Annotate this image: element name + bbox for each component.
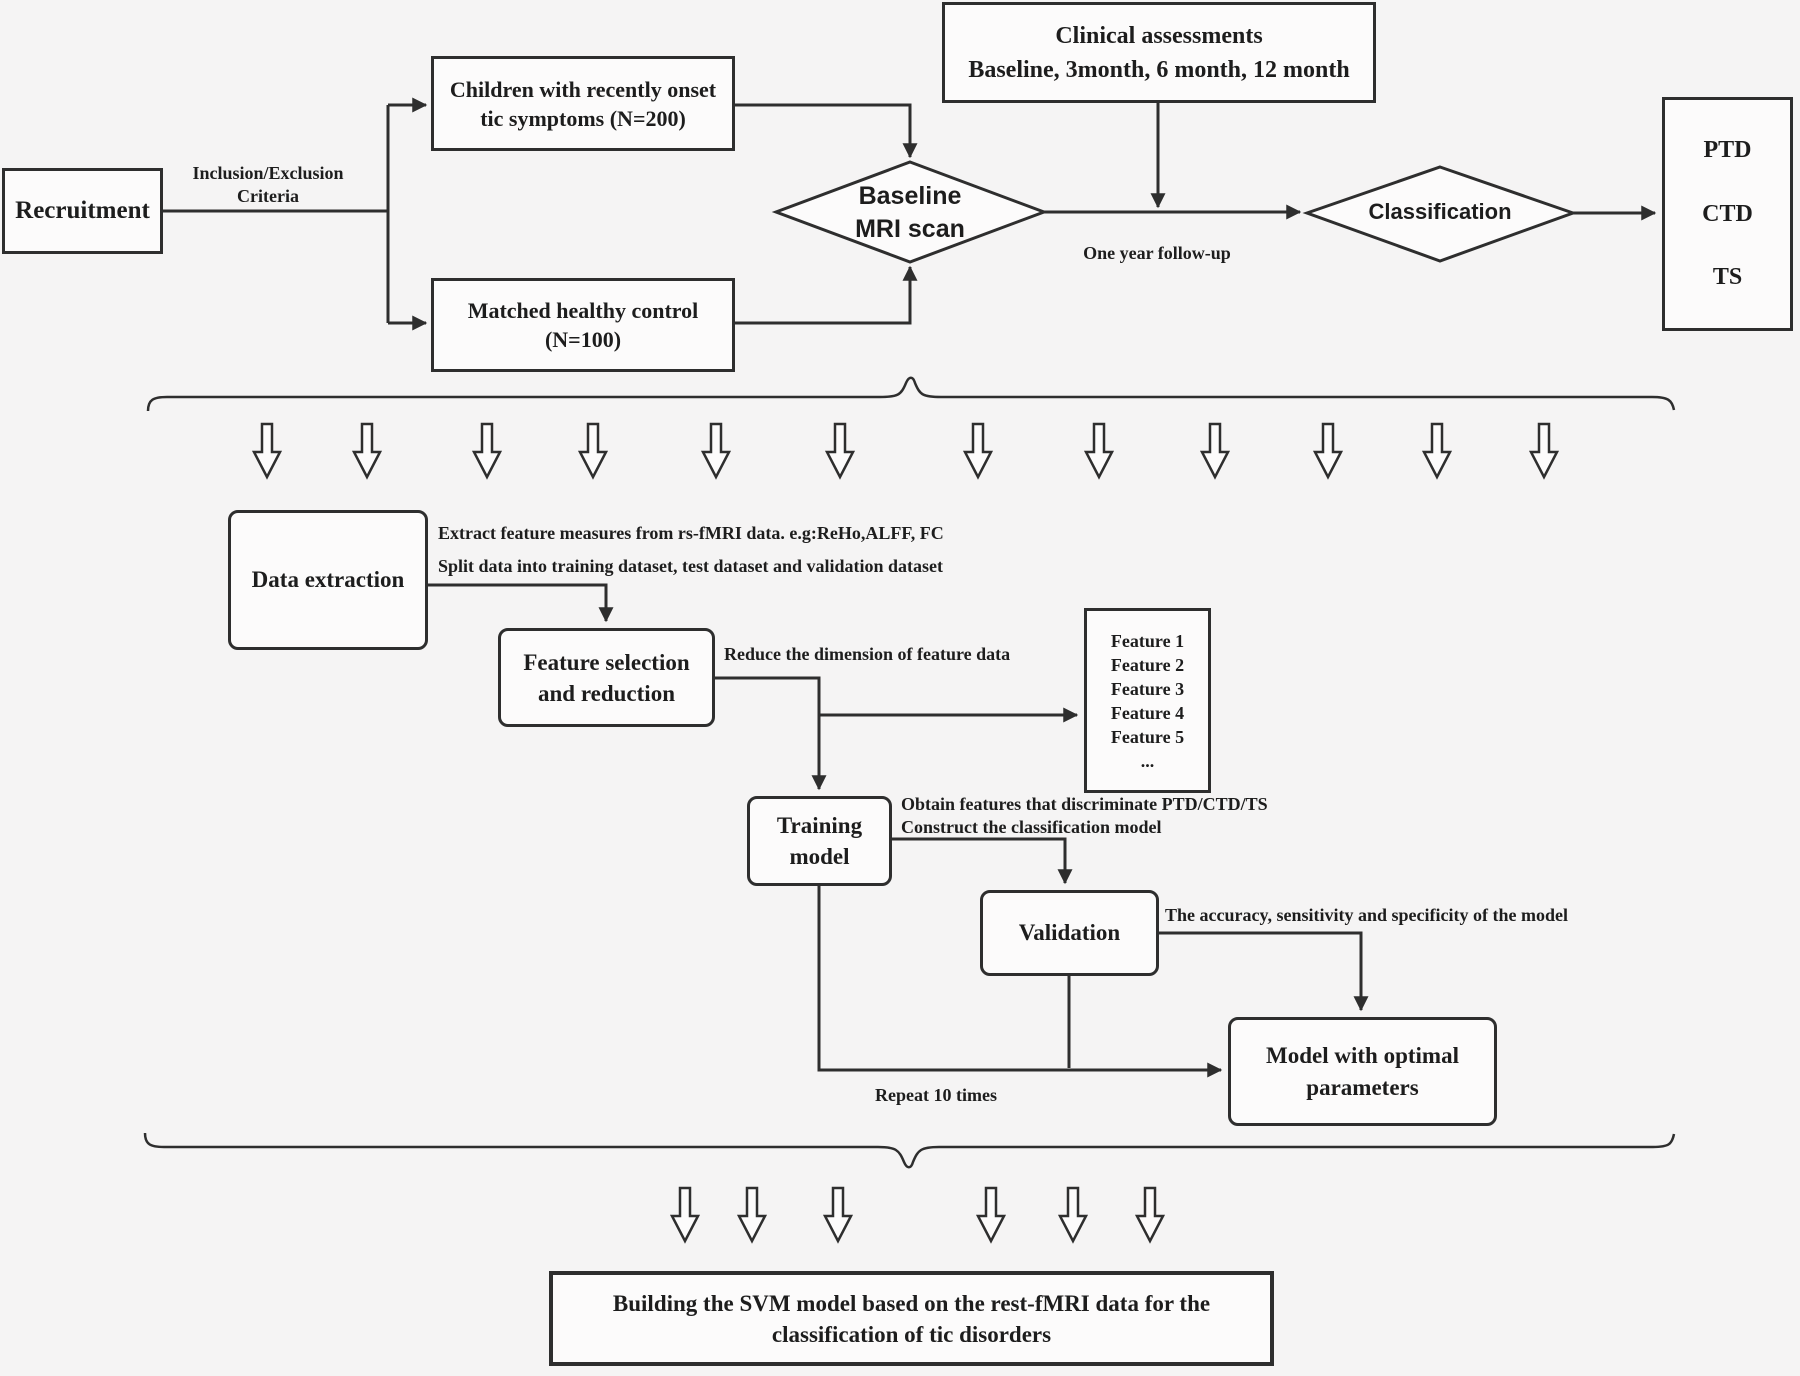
note-line: Inclusion/Exclusion <box>192 163 344 183</box>
followup-note: One year follow-up <box>1057 243 1257 264</box>
box-line: (N=100) <box>544 327 622 352</box>
repeat-loop-line <box>817 885 1223 1078</box>
note-line: Repeat 10 times <box>875 1085 997 1105</box>
recruitment-branch-line <box>162 105 390 323</box>
top-brace <box>146 376 1676 412</box>
optimal-model-box: Model with optimal parameters <box>1228 1017 1497 1126</box>
inclusion-criteria-note: Inclusion/Exclusion Criteria <box>178 162 358 208</box>
feature-selection-box: Feature selection and reduction <box>498 628 715 727</box>
recruitment-box: Recruitment <box>2 168 163 254</box>
validation-to-model-line <box>1157 931 1369 1012</box>
outcome-box: PTD CTD TS <box>1662 97 1793 331</box>
box-line: tic symptoms (N=200) <box>480 105 686 131</box>
fan-arrows-bottom <box>670 1186 1165 1243</box>
down-arrow <box>1200 422 1230 479</box>
box-line: Training <box>776 813 863 838</box>
box-line: Baseline, 3month, 6 month, 12 month <box>968 56 1350 83</box>
conclusion-box: Building the SVM model based on the rest… <box>549 1271 1274 1366</box>
validation-note: The accuracy, sensitivity and specificit… <box>1165 905 1568 926</box>
outcome-item: TS <box>1712 264 1743 291</box>
down-arrow <box>701 422 731 479</box>
fan-arrows-top <box>252 422 1559 479</box>
box-line: Data extraction <box>251 567 405 592</box>
clinical-assessments-box: Clinical assessments Baseline, 3month, 6… <box>942 2 1376 103</box>
bottom-brace <box>143 1132 1676 1169</box>
training-to-validation-line <box>891 837 1073 885</box>
training-note: Obtain features that discriminate PTD/CT… <box>901 793 1268 839</box>
classification-diamond-label: Classification <box>1310 199 1570 225</box>
recruitment-label: Recruitment <box>15 197 150 224</box>
feature-item: Feature 1 <box>1110 630 1185 651</box>
selection-to-features-line <box>714 676 1079 723</box>
down-arrow <box>737 1186 767 1243</box>
note-line: Obtain features that discriminate PTD/CT… <box>901 794 1268 814</box>
note-line: Extract feature measures from rs-fMRI da… <box>438 523 944 543</box>
down-arrow <box>1313 422 1343 479</box>
feature-item: Feature 5 <box>1110 726 1185 747</box>
box-line: Validation <box>1018 920 1121 945</box>
note-line: The accuracy, sensitivity and specificit… <box>1165 905 1568 925</box>
feature-item: Feature 4 <box>1110 702 1185 723</box>
down-arrow <box>578 422 608 479</box>
validation-box: Validation <box>980 890 1159 976</box>
down-arrow <box>472 422 502 479</box>
box-line: parameters <box>1306 1074 1419 1100</box>
box-line: classification of tic disorders <box>771 1321 1052 1347</box>
mri-scan-diamond-label: Baseline MRI scan <box>780 180 1040 246</box>
down-arrow <box>1529 422 1559 479</box>
down-arrow <box>670 1186 700 1243</box>
down-arrow <box>823 1186 853 1243</box>
down-arrow <box>1058 1186 1088 1243</box>
repeat-note: Repeat 10 times <box>861 1085 1011 1106</box>
outcome-item: PTD <box>1703 136 1752 163</box>
down-arrow <box>825 422 855 479</box>
control-to-mri-line <box>734 265 918 325</box>
feature-item: Feature 3 <box>1110 678 1185 699</box>
down-arrow <box>963 422 993 479</box>
feature-item: Feature 2 <box>1110 654 1185 675</box>
down-arrow <box>976 1186 1006 1243</box>
box-line: Clinical assessments <box>1055 22 1263 49</box>
down-arrow <box>352 422 382 479</box>
data-extraction-box: Data extraction <box>228 510 428 650</box>
note-line: One year follow-up <box>1083 243 1231 263</box>
down-arrow <box>252 422 282 479</box>
box-line: Matched healthy control <box>467 298 699 323</box>
note-line: Criteria <box>237 186 299 206</box>
extraction-note: Extract feature measures from rs-fMRI da… <box>438 517 944 583</box>
diamond-line: MRI scan <box>855 215 965 243</box>
box-line: Feature selection <box>523 649 690 675</box>
mri-scan-diamond <box>771 160 1049 264</box>
down-arrow <box>1135 1186 1165 1243</box>
reduce-dimension-note: Reduce the dimension of feature data <box>724 644 1010 665</box>
training-model-box: Training model <box>747 796 892 886</box>
box-line: and reduction <box>538 680 675 706</box>
diamond-line: Classification <box>1368 199 1512 224</box>
outcome-item: CTD <box>1702 200 1753 227</box>
healthy-control-box: Matched healthy control (N=100) <box>431 278 735 372</box>
down-arrow <box>1084 422 1114 479</box>
down-arrow <box>1422 422 1452 479</box>
box-line: Building the SVM model based on the rest… <box>612 1290 1211 1316</box>
note-line: Split data into training dataset, test d… <box>438 556 944 576</box>
box-line: Model with optimal <box>1266 1042 1459 1068</box>
feature-item: ... <box>1140 750 1155 771</box>
note-line: Reduce the dimension of feature data <box>724 644 1011 664</box>
box-line: Children with recently onset <box>449 76 717 102</box>
classification-diamond <box>1302 165 1578 263</box>
note-line: Construct the classification model <box>901 817 1162 837</box>
box-line: model <box>789 844 850 869</box>
extraction-to-selection-line <box>427 583 614 623</box>
children-to-mri-line <box>734 103 918 159</box>
diamond-line: Baseline <box>858 182 962 210</box>
features-list-box: Feature 1 Feature 2 Feature 3 Feature 4 … <box>1084 608 1211 793</box>
children-tic-box: Children with recently onset tic symptom… <box>431 56 735 151</box>
